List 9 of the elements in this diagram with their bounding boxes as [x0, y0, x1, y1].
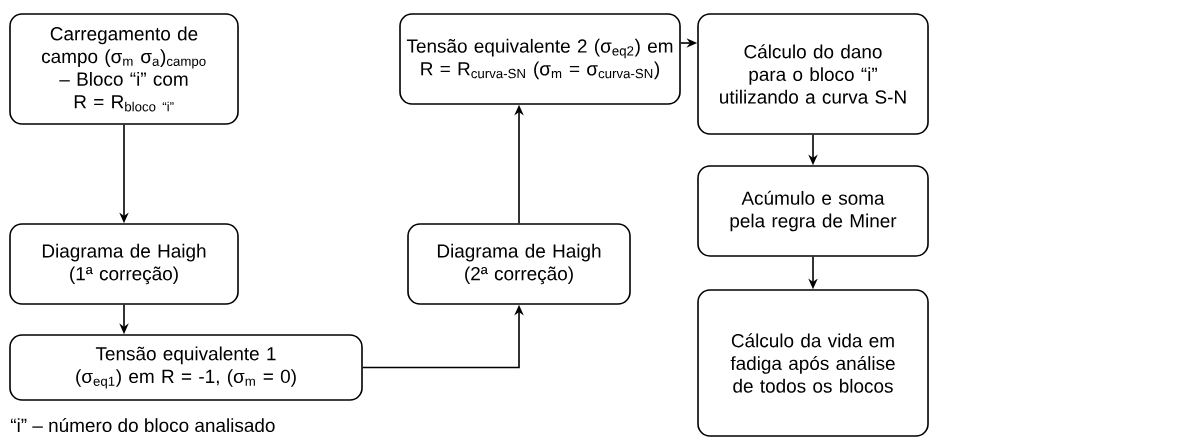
note-text: “i” – número do bloco analisado	[10, 417, 275, 433]
process-box: Acúmulo e soma pela regra de Miner	[697, 165, 929, 257]
process-box: Cálculo da vida em fadiga após análise de todos os blocos	[697, 289, 929, 437]
process-box: Tensão equivalente 2 (σ$_{eq2}$) em R = R$_{curva-SN}$ (σ$_{m}$ = σ$_{curva-SN}$)	[399, 13, 681, 105]
process-box: Cálculo do dano para o bloco “i” utilizando a curva S-N	[697, 13, 929, 135]
process-box: Diagrama de Haigh (2ª correção)	[407, 223, 631, 305]
process-box: Tensão equivalente 1 (σ$_{eq1}$) em R = -1, (σ$_{m}$ = 0)	[9, 334, 363, 401]
process-box: Carregamento de campo (σ$_{m}$ σ$_{a}$)$_{campo}$ – Bloco “i” com $\text{R = R}_{\text{bloco “i”}}$	[9, 13, 239, 125]
process-box: Diagrama de Haigh (1ª correção)	[9, 223, 239, 305]
